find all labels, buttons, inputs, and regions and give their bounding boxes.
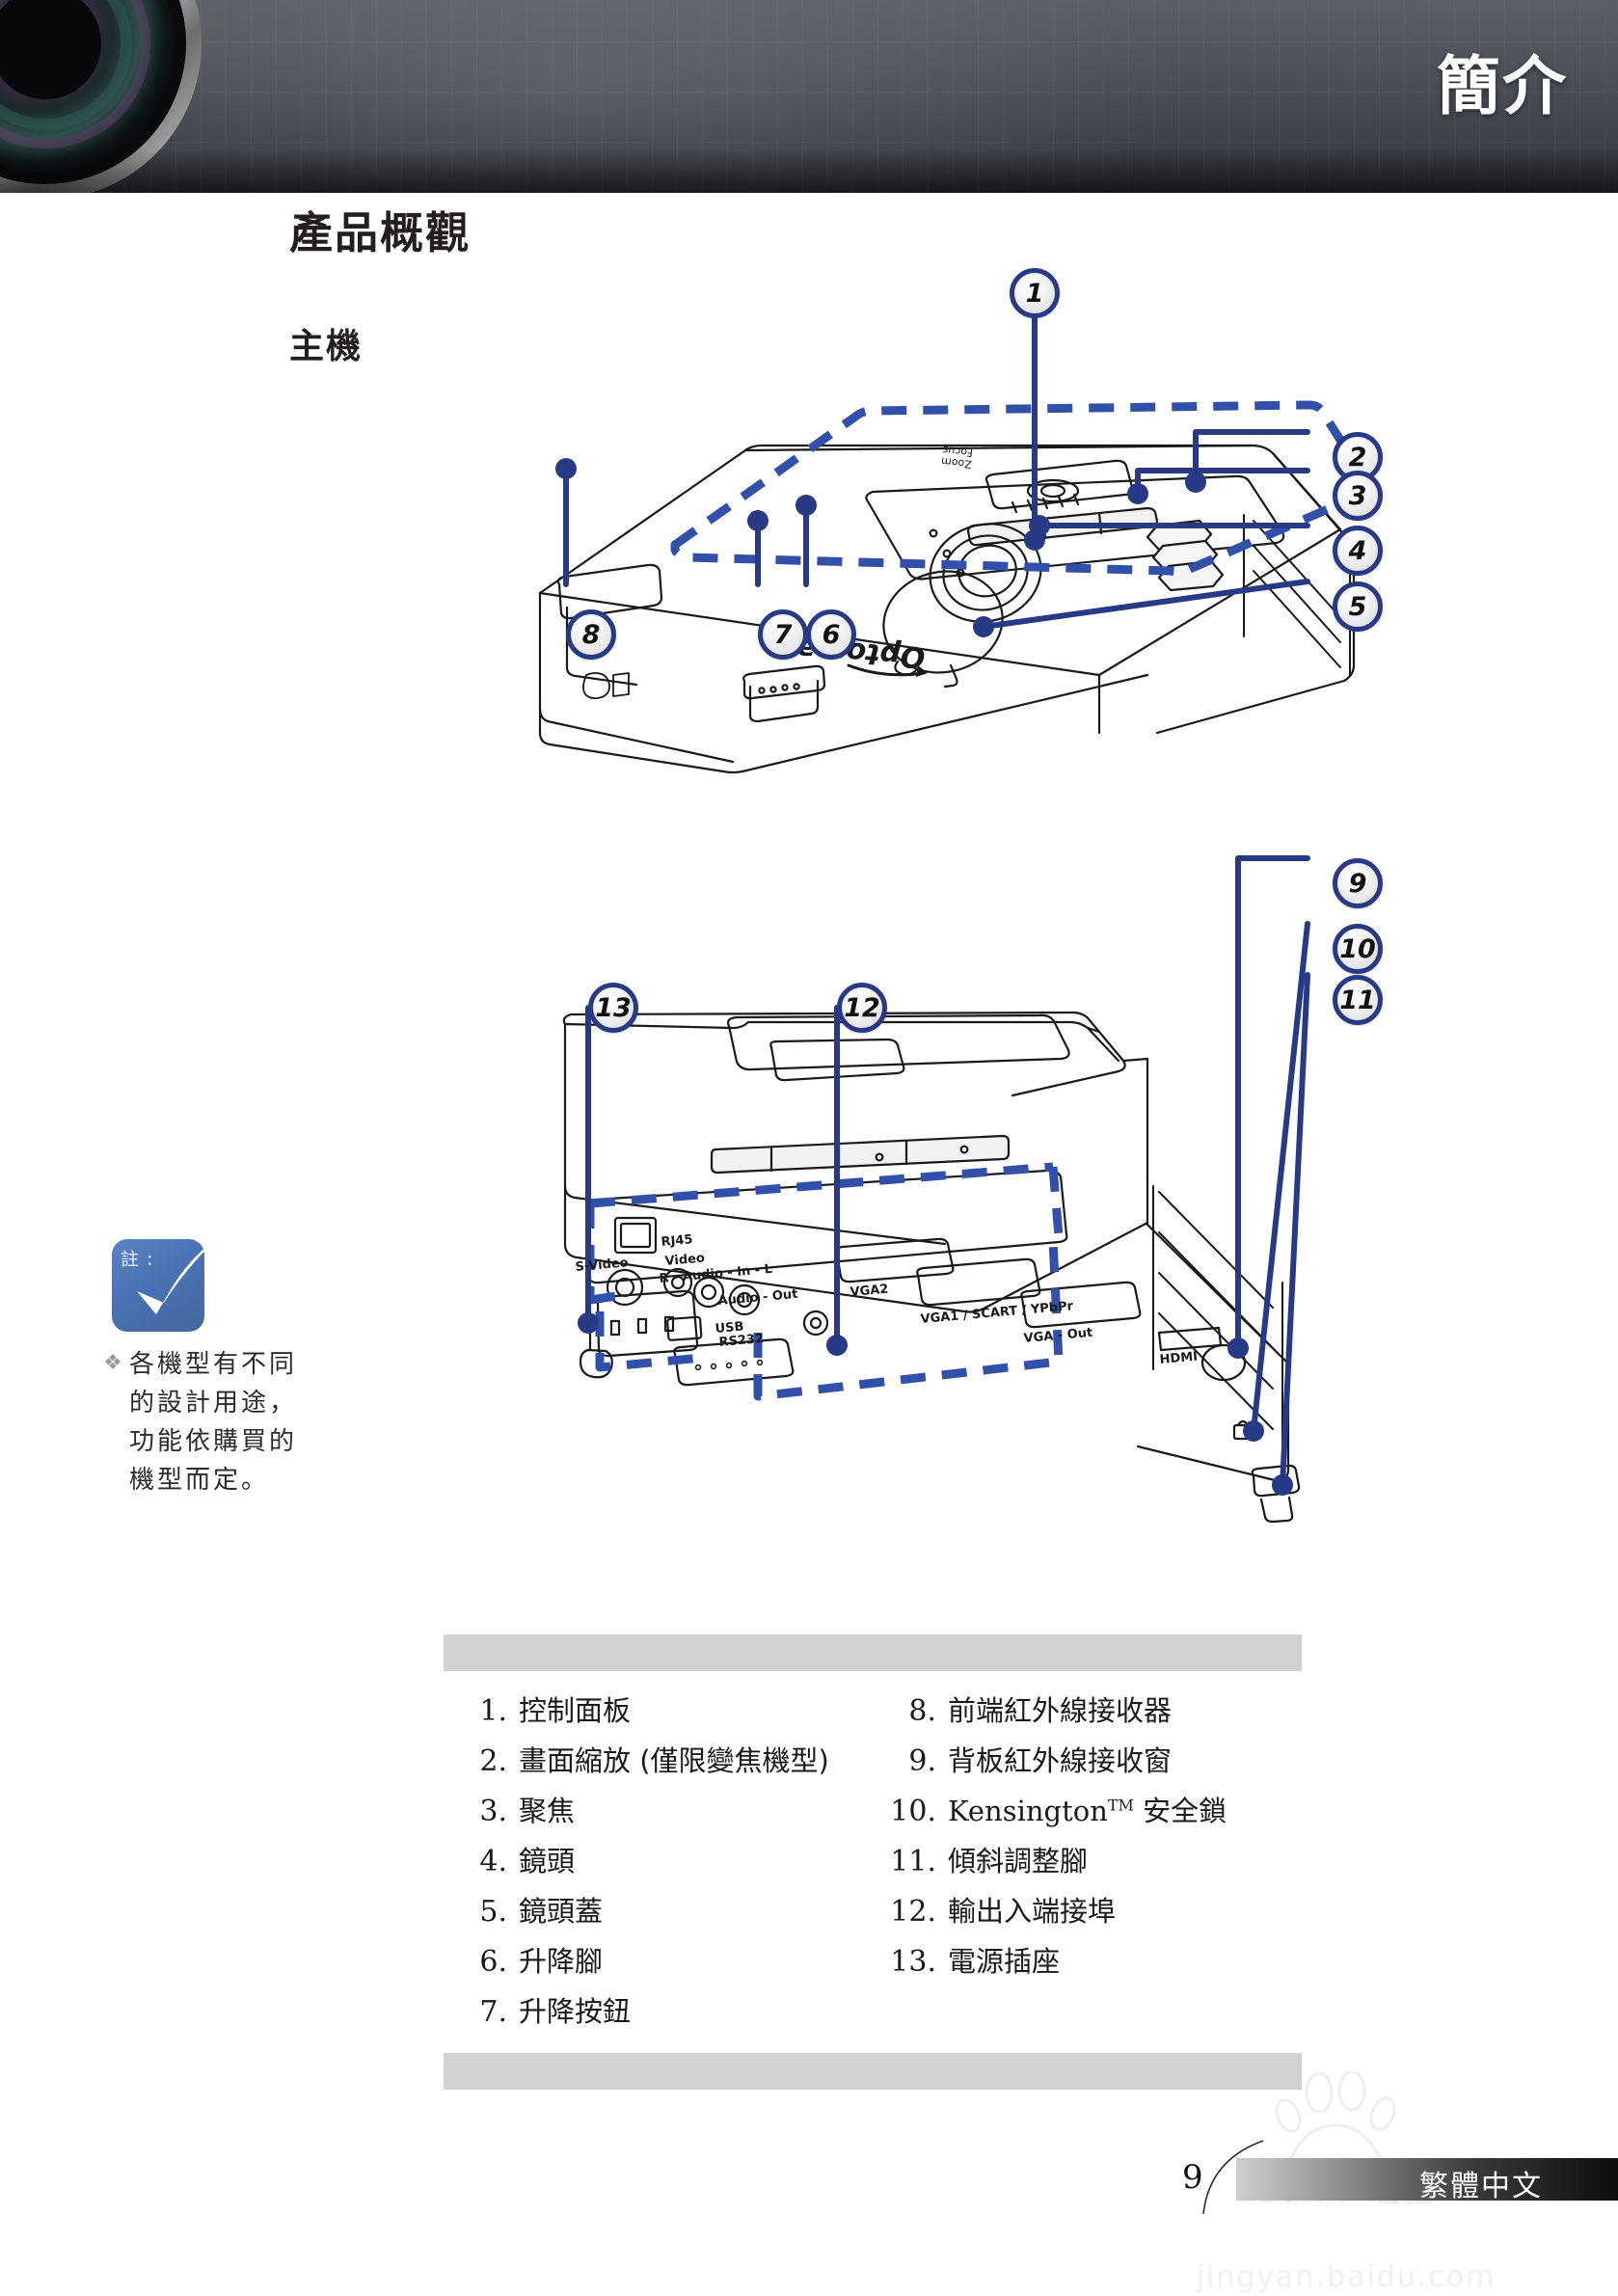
svg-text:S-Video: S-Video <box>575 1256 629 1275</box>
legend-item-number: 5. <box>479 1895 507 1929</box>
legend-item-number: 7. <box>479 1995 507 2029</box>
callout-badge-1: 1 <box>1010 268 1060 318</box>
banner-bottom-fade <box>0 149 1618 193</box>
legend-item: 1. 控制面板 <box>444 1688 873 1739</box>
check-mark-icon <box>137 1239 216 1314</box>
legend-item: 5. 鏡頭蓋 <box>444 1889 873 1939</box>
language-label: 繁體中文 <box>1419 2170 1543 2203</box>
parts-legend: 1. 控制面板 2. 畫面縮放 (僅限變焦機型) 3. 聚焦 4. 鏡頭 5. 鏡頭蓋 6. 升降腳 7… <box>444 1634 1302 2090</box>
svg-text:Video: Video <box>664 1251 706 1269</box>
watermark-url: jingyan.baidu.com <box>1196 2260 1497 2294</box>
legend-item: 4. 鏡頭 <box>444 1839 873 1889</box>
callout-badge-12: 12 <box>837 983 887 1033</box>
callout-badge-8: 8 <box>566 609 616 660</box>
note-box: 註 : ❖ 各機型有不同的設計用途，功能依購買的機型而定。 <box>96 1239 318 1499</box>
language-bar <box>1236 2158 1618 2201</box>
legend-item-label: 背板紅外線接收窗 <box>948 1744 1173 1777</box>
legend-bar-top <box>444 1634 1302 1671</box>
legend-item-label: 畫面縮放 (僅限變焦機型) <box>519 1744 829 1777</box>
page-corner-curve <box>1202 2140 1264 2215</box>
svg-text:Audio - Out: Audio - Out <box>717 1287 798 1309</box>
legend-item-number: 9. <box>908 1744 936 1778</box>
legend-item: 8. 前端紅外線接收器 <box>873 1688 1302 1739</box>
legend-item-label: 鏡頭蓋 <box>519 1895 604 1928</box>
chapter-header-banner: 簡介 <box>0 0 1618 193</box>
legend-item-label: 輸出入端接埠 <box>948 1895 1117 1928</box>
svg-text:Zoom: Zoom <box>940 455 972 471</box>
legend-item: 3. 聚焦 <box>444 1789 873 1839</box>
legend-item-number: 11. <box>890 1845 936 1878</box>
legend-item-number: 10. <box>890 1795 936 1828</box>
legend-item-label: 升降腳 <box>519 1945 604 1978</box>
legend-item: 7. 升降按鈕 <box>444 1989 873 2039</box>
legend-item-number: 4. <box>479 1845 507 1878</box>
legend-item-label: 傾斜調整腳 <box>948 1845 1089 1877</box>
svg-text:R - Audio - In - L: R - Audio - In - L <box>659 1262 773 1286</box>
projector-rear-view <box>562 1011 1301 1524</box>
callout-badge-4: 4 <box>1333 526 1383 576</box>
callout-badge-11: 11 <box>1333 975 1383 1025</box>
legend-item-label: 聚焦 <box>519 1795 576 1827</box>
svg-text:HDMI: HDMI <box>1159 1350 1199 1367</box>
legend-item-label: 控制面板 <box>519 1694 632 1727</box>
svg-text:Focus: Focus <box>942 444 974 459</box>
legend-item: 13. 電源插座 <box>873 1939 1302 1989</box>
callout-badge-9: 9 <box>1333 858 1383 908</box>
callout-badge-13: 13 <box>588 983 638 1033</box>
note-text: 各機型有不同的設計用途，功能依購買的機型而定。 <box>129 1350 298 1495</box>
legend-item: 10. KensingtonTM 安全鎖 <box>873 1789 1302 1839</box>
legend-item: 2. 畫面縮放 (僅限變焦機型) <box>444 1739 873 1789</box>
callout-badge-5: 5 <box>1333 581 1383 632</box>
subsection-title: 主機 <box>289 327 364 366</box>
legend-item: 12. 輸出入端接埠 <box>873 1889 1302 1939</box>
note-check-icon: 註 : <box>112 1239 216 1332</box>
note-icon-label: 註 : <box>121 1249 154 1270</box>
legend-item-label: KensingtonTM 安全鎖 <box>948 1795 1227 1827</box>
callout-badge-3: 3 <box>1333 471 1383 521</box>
legend-item: 11. 傾斜調整腳 <box>873 1839 1302 1889</box>
chapter-title: 簡介 <box>1437 49 1568 123</box>
legend-item: 6. 升降腳 <box>444 1939 873 1989</box>
legend-item-number: 8. <box>908 1694 936 1728</box>
legend-item: 9. 背板紅外線接收窗 <box>873 1739 1302 1789</box>
callout-badge-6: 6 <box>806 609 856 660</box>
projector-top-view <box>538 444 1356 774</box>
legend-item-label: 升降按鈕 <box>519 1995 632 2028</box>
svg-text:USB: USB <box>715 1319 744 1337</box>
svg-text:RS232: RS232 <box>718 1332 765 1350</box>
note-bullet-icon: ❖ <box>103 1350 122 1374</box>
camera-lens-icon <box>0 0 202 193</box>
svg-text:VGA1 / SCART / YPbPr: VGA1 / SCART / YPbPr <box>920 1299 1074 1327</box>
legend-item-number: 12. <box>890 1895 936 1929</box>
legend-item-number: 2. <box>479 1744 507 1778</box>
legend-item-label: 電源插座 <box>948 1945 1061 1978</box>
page-title: 產品概觀 <box>289 207 472 258</box>
legend-item-number: 6. <box>479 1945 507 1979</box>
legend-item-number: 1. <box>479 1694 507 1728</box>
callout-badge-7: 7 <box>758 609 808 660</box>
legend-column-left: 1. 控制面板 2. 畫面縮放 (僅限變焦機型) 3. 聚焦 4. 鏡頭 5. 鏡頭蓋 6. 升降腳 7… <box>444 1688 873 2039</box>
legend-item-label: 鏡頭 <box>519 1845 576 1877</box>
legend-item-number: 3. <box>479 1795 507 1828</box>
legend-item-number: 13. <box>890 1945 936 1979</box>
legend-bar-bottom <box>444 2053 1302 2090</box>
svg-text:RJ45: RJ45 <box>661 1232 693 1250</box>
page-number: 9 <box>1182 2158 1203 2197</box>
legend-item-label: 前端紅外線接收器 <box>948 1694 1173 1727</box>
svg-text:VGA2: VGA2 <box>849 1283 889 1300</box>
svg-text:VGA - Out: VGA - Out <box>1023 1326 1093 1346</box>
callout-badge-10: 10 <box>1333 924 1383 974</box>
